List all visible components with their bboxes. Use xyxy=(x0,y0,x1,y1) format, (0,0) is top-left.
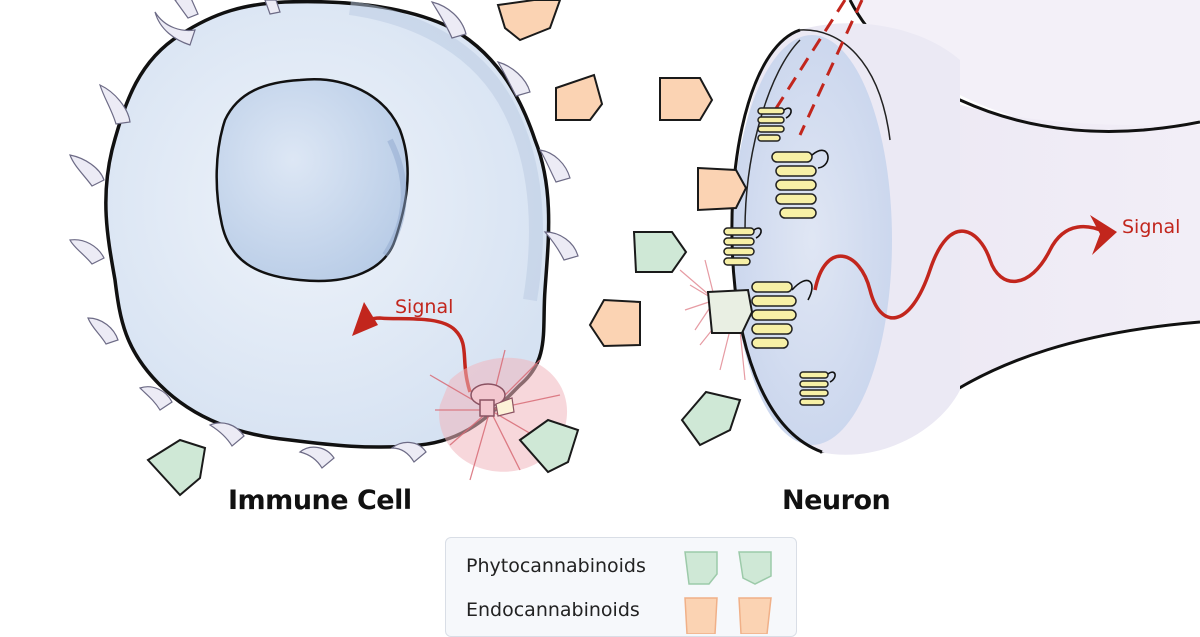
neuron xyxy=(730,0,1200,455)
neuron-signal-arrow xyxy=(813,224,1106,320)
immune-cell-label: Immune Cell xyxy=(228,485,412,516)
phytocannabinoid-molecules xyxy=(146,231,742,497)
legend-endocannabinoid-swatch xyxy=(684,597,772,634)
legend-endocannabinoids-label: Endocannabinoids xyxy=(466,599,640,621)
neuron-label: Neuron xyxy=(782,485,891,516)
immune-receptors xyxy=(69,0,579,469)
neuron-signal-label: Signal xyxy=(1122,216,1181,238)
legend: Phytocannabinoids Endocannabinoids xyxy=(445,537,797,637)
legend-phytocannabinoids-label: Phytocannabinoids xyxy=(466,555,646,577)
nucleus xyxy=(215,78,409,283)
immune-cell xyxy=(104,0,551,449)
immune-signal-label: Signal xyxy=(395,296,454,318)
bound-phytocannabinoid xyxy=(706,288,754,334)
neuron-receptors xyxy=(723,107,829,406)
legend-phytocannabinoid-swatch xyxy=(684,551,772,585)
endocannabinoid-molecules xyxy=(496,0,748,348)
